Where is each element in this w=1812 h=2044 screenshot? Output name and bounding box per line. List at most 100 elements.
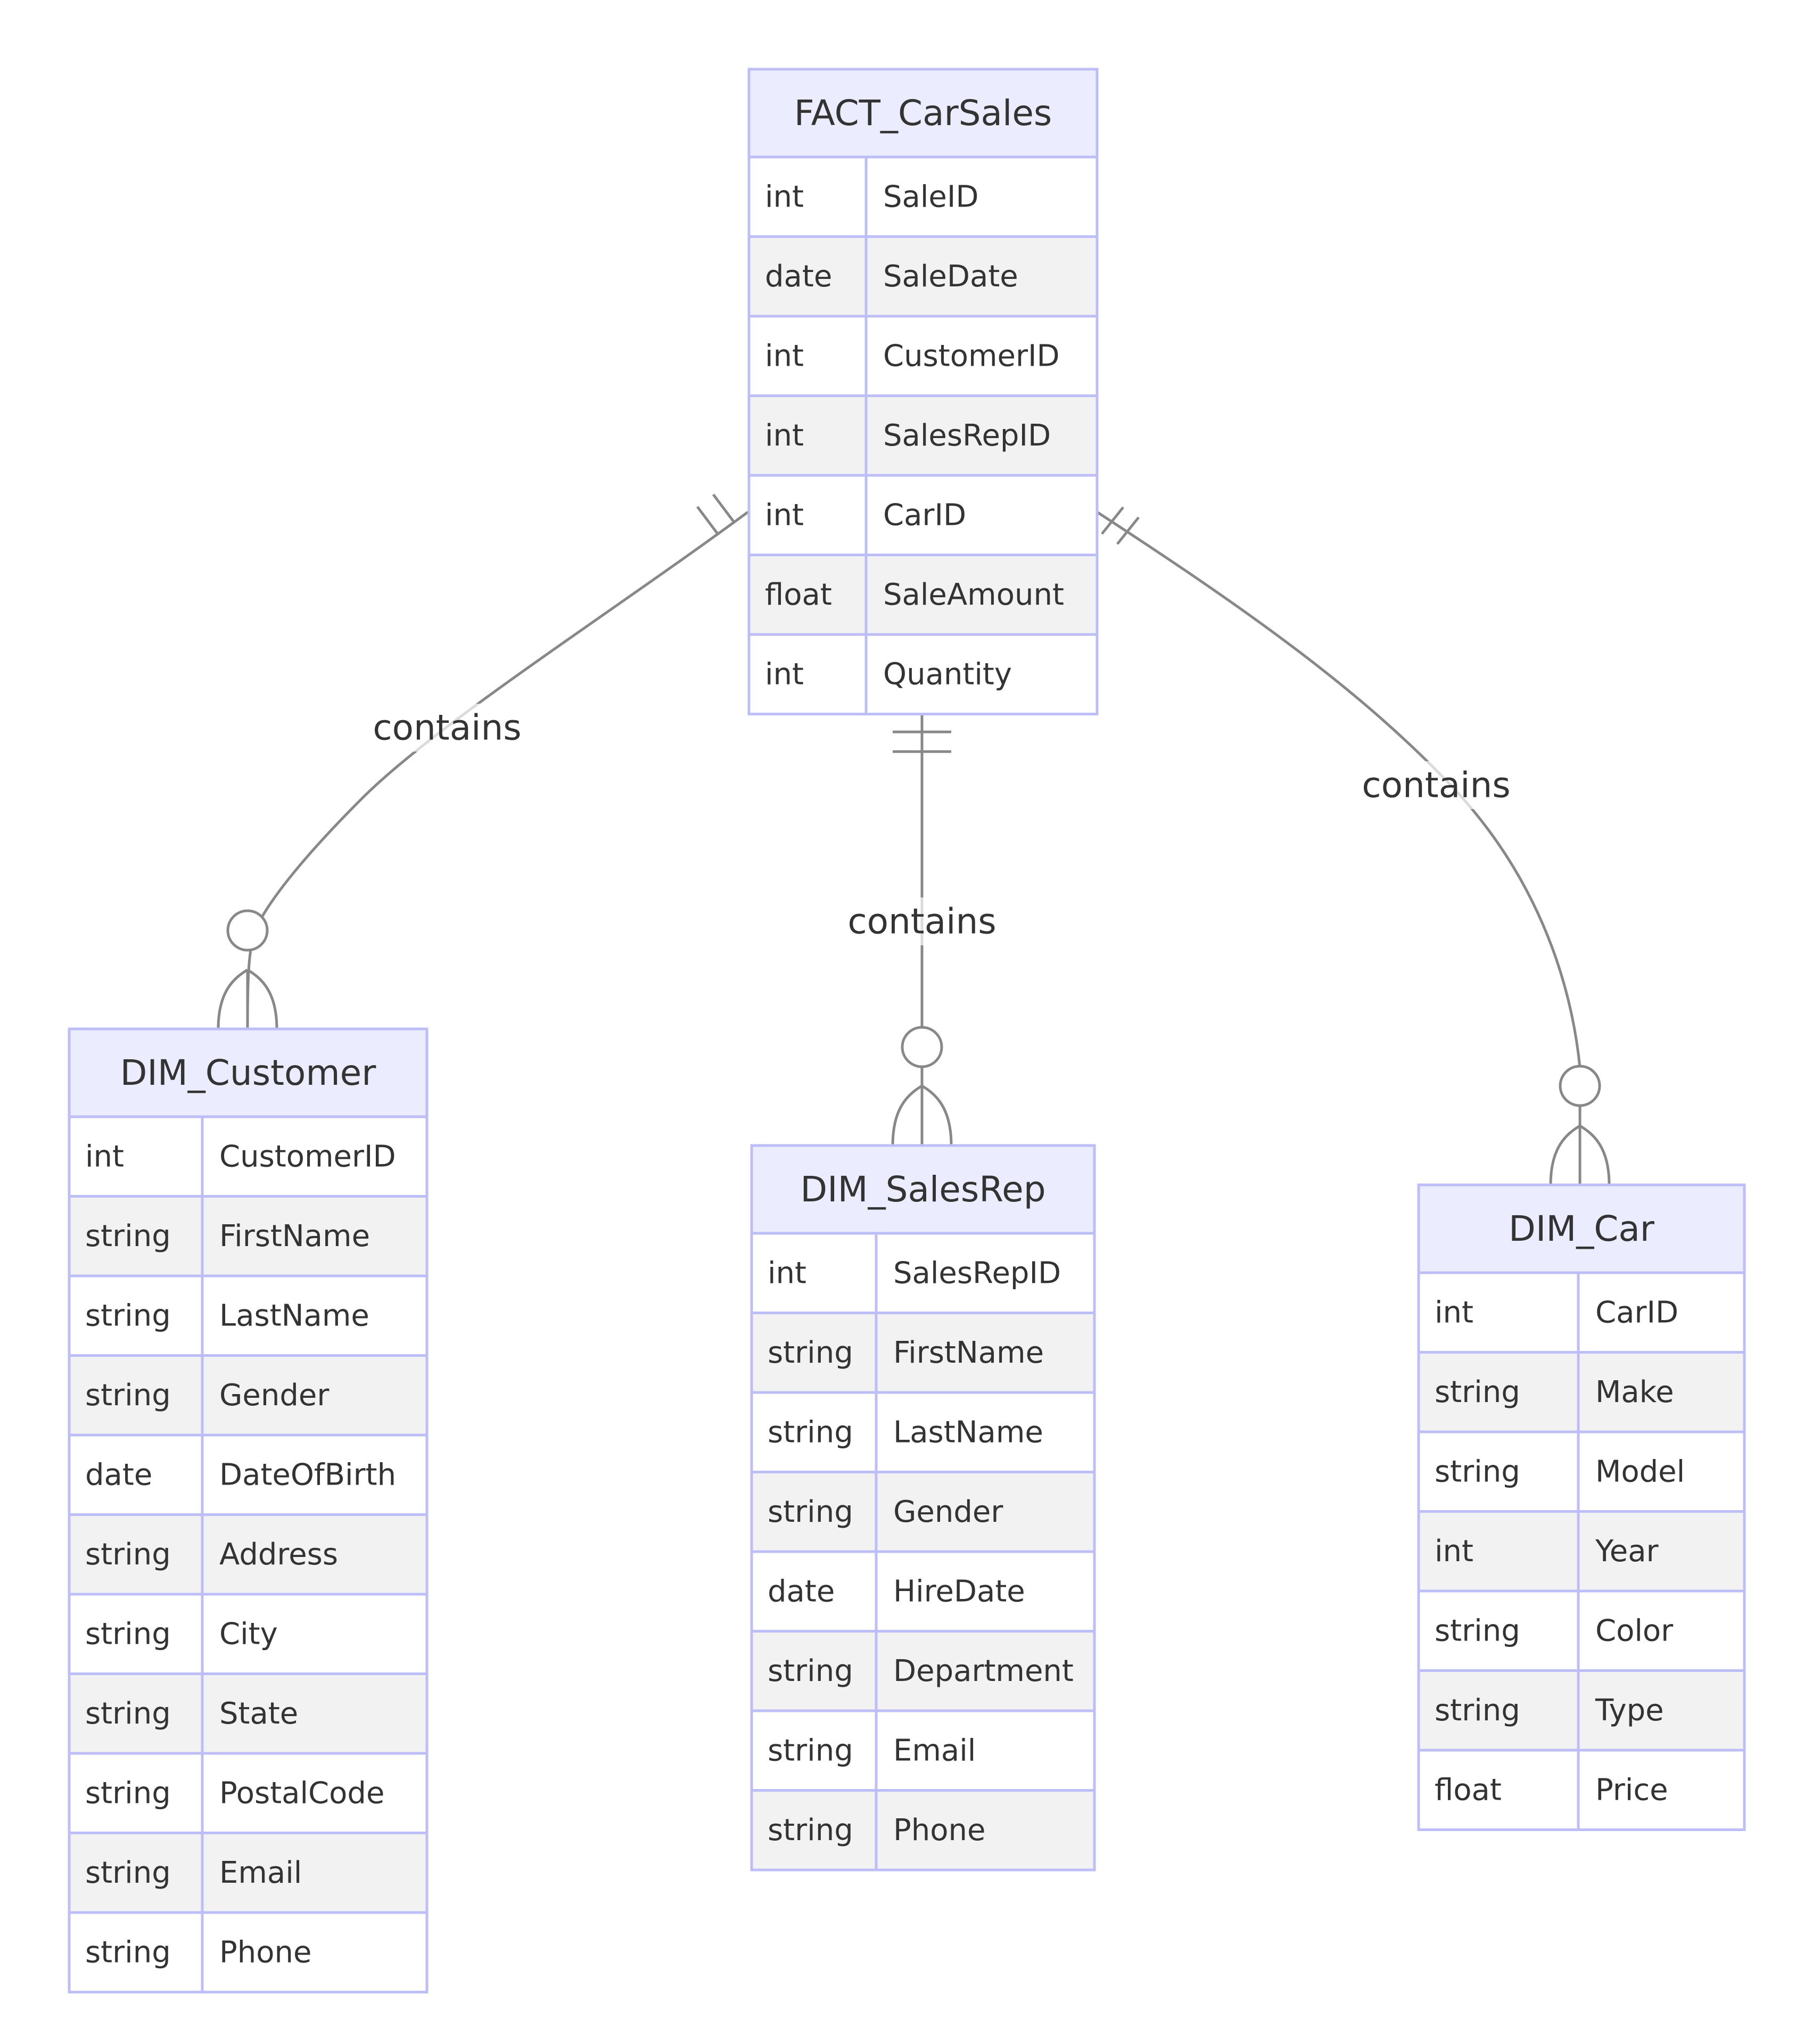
attribute-type: string [85,1776,171,1810]
relationship-label-text: contains [373,707,521,748]
entity-border [747,68,1099,715]
attribute-row: string City [68,1593,429,1675]
attribute-type: int [765,498,804,532]
optional-circle-icon [1559,1065,1601,1107]
attribute-type: int [765,657,804,691]
attribute-row-bg [747,633,1099,715]
relationship-label-text: contains [1362,765,1510,806]
relationship-fact-carsales-to-dim-salesrep[interactable] [891,704,953,1146]
attribute-name: CarID [1595,1295,1678,1330]
attribute-name: SaleDate [883,259,1018,294]
attribute-row-bg [1417,1351,1746,1433]
zero-or-more-marker [891,1026,953,1146]
attribute-row-bg [750,1391,1096,1473]
attribute-name: Gender [219,1378,330,1413]
attribute-type: string [1435,1693,1520,1728]
entity-title: DIM_Customer [120,1052,377,1093]
attribute-type: int [85,1139,124,1174]
attribute-row-bg [747,394,1099,477]
attribute-row: int SalesRepID [750,1232,1096,1314]
attribute-name: Price [1595,1773,1668,1807]
attribute-row: string Model [1417,1430,1746,1513]
entity-title: DIM_Car [1509,1208,1655,1249]
entity-title: FACT_CarSales [794,93,1052,134]
attribute-row-bg [68,1274,429,1357]
attribute-name: LastName [893,1415,1043,1449]
label-background [847,897,996,945]
entity-border [68,1027,429,1993]
attribute-row-bg [68,1593,429,1675]
attribute-type: int [765,339,804,373]
attribute-type: string [85,1378,171,1413]
attribute-type: string [85,1298,171,1333]
attribute-row: date SaleDate [747,235,1099,318]
crow-foot-right [1579,1124,1611,1185]
attribute-row-bg [68,1911,429,1993]
attribute-name: Model [1595,1454,1685,1489]
attribute-type: string [1435,1454,1520,1489]
attribute-name: HireDate [893,1574,1025,1609]
attribute-row-bg [68,1354,429,1437]
attribute-type: string [768,1495,853,1529]
attribute-name: LastName [219,1298,369,1333]
attribute-row: string Gender [68,1354,429,1437]
attribute-type: string [1435,1375,1520,1410]
relationship-label: contains [847,897,996,945]
attribute-type: int [1435,1534,1473,1569]
attribute-name: CarID [883,498,966,532]
attribute-type: string [768,1336,853,1370]
optional-circle-icon [901,1026,943,1068]
attribute-type: string [768,1654,853,1688]
attribute-name: Make [1595,1375,1674,1410]
attribute-name: SalesRepID [883,418,1051,453]
attribute-type: date [768,1574,835,1609]
attribute-type: date [765,259,832,294]
attribute-row: string Gender [750,1471,1096,1553]
relationship-line[interactable] [246,510,749,1029]
relationship-fact-carsales-to-dim-car[interactable] [1096,506,1611,1185]
label-background [1362,761,1511,809]
relationship-fact-carsales-to-dim-customer[interactable] [217,493,749,1029]
attribute-name: SaleAmount [883,578,1064,612]
zero-or-more-marker [217,909,278,1029]
relationship-line[interactable] [1096,510,1582,1185]
attribute-type: string [85,1537,171,1572]
crow-foot-left [1549,1124,1581,1185]
attribute-row-bg [1417,1430,1746,1513]
attribute-type: string [1435,1613,1520,1648]
attribute-name: City [219,1617,278,1651]
attribute-name: State [219,1696,298,1731]
attribute-row-bg [1417,1749,1746,1831]
attribute-name: SalesRepID [893,1256,1061,1290]
cardinality-bar [1116,516,1140,545]
attribute-type: date [85,1457,152,1492]
crow-foot-right [921,1084,953,1146]
attribute-name: Department [893,1654,1074,1688]
zero-or-more-marker [1549,1065,1611,1185]
attribute-row-bg [750,1312,1096,1394]
exactly-one-marker [893,730,951,753]
attribute-type: int [768,1256,806,1290]
attribute-type: string [85,1617,171,1651]
attribute-name: Phone [893,1813,985,1848]
attribute-name: Gender [893,1495,1003,1529]
attribute-row-bg [747,315,1099,397]
